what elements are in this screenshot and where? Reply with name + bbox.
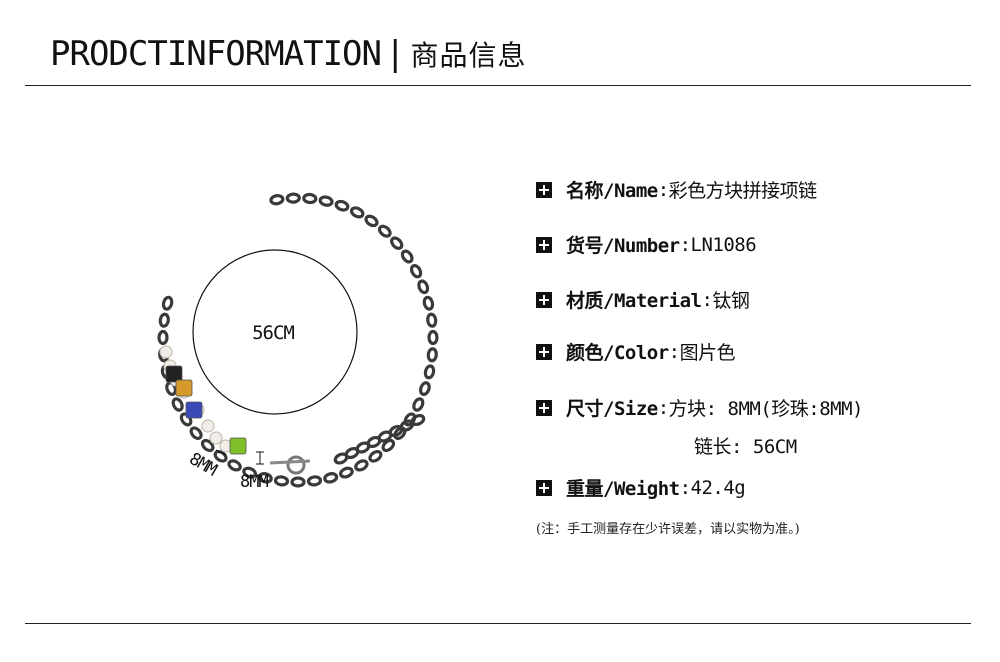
page-title-cn: 商品信息 bbox=[410, 39, 527, 72]
spec-colon: : bbox=[679, 233, 691, 256]
chain-link bbox=[273, 475, 290, 487]
pearl-size-marker bbox=[215, 449, 227, 456]
chain-link bbox=[257, 472, 273, 484]
spec-value: 方块: 8MM(珍珠:8MM) bbox=[668, 398, 864, 420]
chain-link bbox=[349, 206, 365, 219]
chain-link bbox=[161, 295, 174, 311]
chain-link bbox=[269, 194, 285, 206]
chain-link bbox=[426, 312, 438, 328]
spec-value: 图片色 bbox=[679, 342, 736, 364]
toggle-clasp bbox=[269, 455, 311, 475]
necklace-illustration: 56CM 8MM 8MM bbox=[157, 192, 439, 492]
pearl-bead bbox=[201, 419, 215, 433]
pearl-bead bbox=[159, 345, 173, 359]
spec-row-name: 名称/Name:彩色方块拼接项链 bbox=[536, 176, 817, 203]
bead-segment bbox=[159, 345, 247, 455]
spec-colon: : bbox=[679, 476, 691, 499]
chain-link bbox=[302, 192, 318, 205]
chain-link bbox=[290, 476, 306, 488]
chain-link bbox=[285, 192, 301, 204]
block-size-marker bbox=[256, 451, 264, 465]
pearl-bead bbox=[209, 431, 223, 445]
spec-value: 彩色方块拼接项链 bbox=[668, 180, 818, 202]
chain-link bbox=[333, 452, 349, 465]
chain-link bbox=[165, 381, 177, 397]
spec-label: 名称/Name bbox=[566, 180, 658, 202]
spec-colon: : bbox=[701, 288, 713, 311]
spec-value: 钛钢 bbox=[712, 290, 750, 312]
spec-label: 尺寸/Size bbox=[566, 398, 658, 420]
chain-link bbox=[242, 466, 257, 479]
chain-link bbox=[227, 459, 242, 472]
page-title-en: PRODCTINFORMATION bbox=[50, 34, 382, 74]
spec-colon: : bbox=[657, 396, 669, 419]
gem-block bbox=[175, 379, 193, 397]
spec-colon: : bbox=[657, 178, 669, 201]
chain-link bbox=[171, 397, 184, 412]
spec-row-number: 货号/Number:LN1086 bbox=[536, 231, 757, 258]
chain-link bbox=[409, 264, 423, 279]
chain-link bbox=[390, 236, 404, 250]
chain-link bbox=[426, 347, 438, 363]
chain-link bbox=[422, 295, 435, 311]
plus-icon bbox=[536, 236, 552, 253]
bottom-divider bbox=[25, 623, 971, 624]
plus-icon bbox=[536, 343, 552, 360]
plus-icon bbox=[536, 291, 552, 308]
chain-link bbox=[400, 249, 414, 264]
spec-row-weight: 重量/Weight:42.4g bbox=[536, 474, 746, 501]
spec-label: 货号/Number bbox=[566, 235, 680, 257]
plus-icon bbox=[536, 479, 552, 496]
chain-link bbox=[318, 195, 334, 207]
spec-row-material: 材质/Material: 钛钢 bbox=[536, 286, 750, 313]
chain-link bbox=[339, 466, 354, 479]
title-separator: | bbox=[385, 34, 406, 74]
gem-block bbox=[229, 437, 247, 455]
block-size-label: 8MM bbox=[240, 472, 268, 492]
diameter-label: 56CM bbox=[252, 322, 294, 344]
plus-icon bbox=[536, 399, 552, 416]
spec-row-size: 尺寸/Size:方块: 8MM(珍珠:8MM) bbox=[536, 394, 864, 421]
chain-link bbox=[419, 381, 431, 397]
spec-size-chain-length: 链长: 56CM bbox=[694, 436, 797, 458]
chain-link bbox=[427, 329, 439, 346]
chain-link bbox=[364, 214, 379, 228]
spec-row-color: 颜色/Color:图片色 bbox=[536, 338, 736, 365]
gem-block bbox=[165, 365, 183, 383]
chain-link bbox=[158, 312, 170, 328]
chain bbox=[157, 192, 439, 488]
gem-block bbox=[185, 401, 203, 419]
diameter-circle bbox=[192, 249, 358, 415]
measurement-note: (注：手工测量存在少许误差，请以实物为准。) bbox=[536, 522, 800, 537]
chain-link bbox=[189, 426, 203, 441]
chain-link bbox=[423, 364, 436, 380]
spec-value: 42.4g bbox=[690, 476, 746, 499]
spec-label: 重量/Weight bbox=[566, 478, 680, 500]
spec-colon: : bbox=[668, 340, 680, 363]
chain-link bbox=[377, 224, 392, 238]
chain-link bbox=[200, 438, 215, 453]
chain-link bbox=[417, 279, 430, 295]
chain-link bbox=[157, 329, 169, 346]
chain-link bbox=[306, 475, 323, 487]
chain-link bbox=[334, 199, 350, 212]
chain-link bbox=[381, 438, 396, 453]
spec-label: 颜色/Color bbox=[566, 342, 669, 364]
chain-link bbox=[368, 449, 383, 463]
page-title: PRODCTINFORMATION|商品信息 bbox=[50, 34, 527, 76]
spec-label: 材质/Material bbox=[566, 290, 702, 312]
chain-link bbox=[412, 397, 425, 412]
spec-value: LN1086 bbox=[690, 233, 757, 256]
top-divider bbox=[25, 85, 971, 86]
chain-link bbox=[323, 472, 339, 484]
plus-icon bbox=[536, 181, 552, 198]
chain-link bbox=[354, 459, 369, 472]
